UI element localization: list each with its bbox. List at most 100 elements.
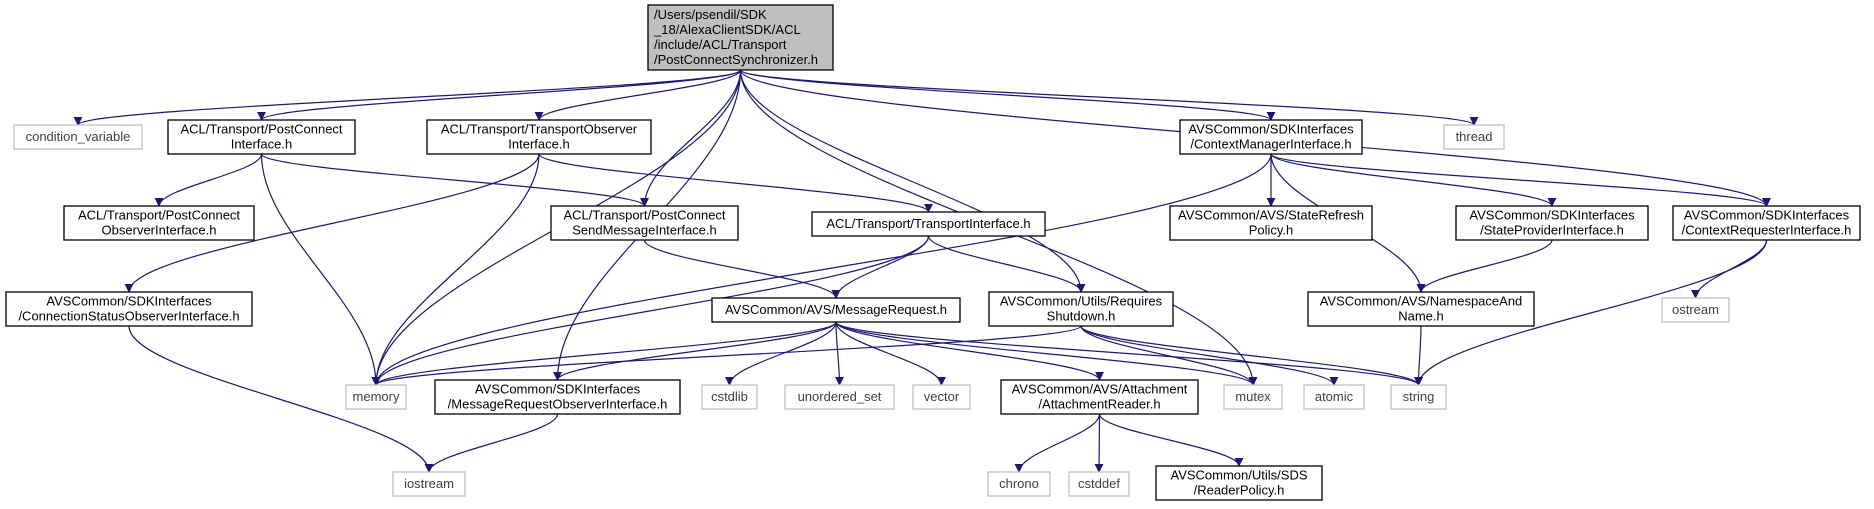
node-box — [426, 119, 652, 155]
node-cstdlib: cstdlib — [701, 384, 758, 410]
node-pcsmi[interactable]: ACL/Transport/PostConnectSendMessageInte… — [550, 205, 739, 241]
node-uset: unordered_set — [784, 384, 895, 410]
node-box — [63, 205, 255, 241]
node-label: SendMessageInterface.h — [572, 223, 717, 238]
edge-n_rs-to-n_atomic — [1080, 325, 1339, 386]
node-ti[interactable]: ACL/Transport/TransportInterface.h — [811, 211, 1046, 237]
node-memory: memory — [345, 384, 407, 410]
node-rp[interactable]: AVSCommon/Utils/SDS/ReaderPolicy.h — [1155, 465, 1323, 501]
node-box — [1155, 465, 1323, 501]
node-cstddef: cstddef — [1068, 471, 1130, 497]
edge-n_root-to-n_rs — [739, 69, 1086, 293]
node-label: unordered_set — [798, 389, 882, 404]
node-label: AVSCommon/SDKInterfaces — [1188, 122, 1354, 137]
node-box — [1303, 384, 1365, 410]
edge-n_mr-to-n_string — [835, 321, 1423, 386]
node-box — [1223, 384, 1283, 410]
edge-n_toi-to-n_memory — [371, 153, 540, 386]
node-string: string — [1390, 384, 1447, 410]
node-label: chrono — [999, 476, 1039, 491]
edge-n_csoi-to-n_iostream — [128, 325, 434, 473]
node-label: Policy.h — [1249, 223, 1294, 238]
edge-n_pci-to-n_pcsmi — [260, 153, 649, 207]
edge-n_root-to-n_cmi — [739, 69, 1276, 121]
edges-layer — [73, 69, 1771, 473]
node-box — [1179, 119, 1363, 155]
node-label: AVSCommon/AVS/Attachment — [1012, 382, 1188, 397]
edge-n_mr-to-n_mroi — [553, 321, 837, 381]
node-box — [550, 205, 739, 241]
node-iostream: iostream — [392, 471, 466, 497]
node-ostream: ostream — [1661, 297, 1730, 323]
node-box — [1169, 205, 1373, 241]
edge-n_mr-to-n_memory — [371, 321, 837, 386]
node-label: Interface.h — [231, 137, 292, 152]
node-box — [1390, 384, 1447, 410]
node-label: AVSCommon/AVS/NamespaceAnd — [1320, 294, 1523, 309]
edge-n_toi-to-n_csoi — [124, 153, 540, 293]
edge-n_root-to-n_pci — [257, 69, 742, 121]
node-root[interactable]: /Users/psendil/SDK_18/AlexaClientSDK/ACL… — [647, 4, 834, 71]
node-label: iostream — [404, 476, 454, 491]
edge-n_cmi-to-n_cri — [1270, 153, 1771, 207]
node-box — [167, 119, 356, 155]
node-label: ACL/Transport/PostConnect — [180, 122, 342, 137]
edge-n_rs-to-n_memory — [371, 325, 1082, 386]
node-label: /Users/psendil/SDK — [654, 7, 767, 22]
node-cmi[interactable]: AVSCommon/SDKInterfaces/ContextManagerIn… — [1179, 119, 1363, 155]
node-atomic: atomic — [1303, 384, 1365, 410]
edge-n_mr-to-n_vector — [835, 321, 946, 386]
edge-n_mr-to-n_mutex — [835, 321, 1258, 386]
node-spi[interactable]: AVSCommon/SDKInterfaces/StateProviderInt… — [1455, 205, 1649, 241]
node-label: ACL/Transport/PostConnect — [78, 208, 240, 223]
node-label: ostream — [1672, 302, 1719, 317]
edge-n_root-to-n_thread — [739, 69, 1479, 126]
node-label: _18/AlexaClientSDK/ACL — [653, 22, 801, 37]
node-box — [784, 384, 895, 410]
node-mutex: mutex — [1223, 384, 1283, 410]
node-toi[interactable]: ACL/Transport/TransportObserverInterface… — [426, 119, 652, 155]
node-box — [345, 384, 407, 410]
node-csoi[interactable]: AVSCommon/SDKInterfaces/ConnectionStatus… — [5, 291, 253, 327]
edge-n_root-to-n_pcsmi — [640, 69, 742, 207]
node-label: /ContextRequesterInterface.h — [1682, 223, 1852, 238]
edge-n_root-to-n_condvar — [73, 69, 742, 126]
node-label: AVSCommon/AVS/StateRefresh — [1178, 208, 1364, 223]
node-label: /include/ACL/Transport — [654, 37, 787, 52]
edge-n_mr-to-n_uset — [834, 321, 844, 386]
node-label: thread — [1456, 129, 1493, 144]
node-label: /MessageRequestObserverInterface.h — [448, 397, 668, 412]
edge-n_cmi-to-n_memory — [371, 153, 1272, 386]
node-box — [1307, 291, 1535, 327]
node-box — [1672, 205, 1861, 241]
node-label: Name.h — [1398, 309, 1444, 324]
edge-n_ar-to-n_cstddef — [1094, 413, 1104, 473]
node-label: Interface.h — [508, 137, 569, 152]
node-mr[interactable]: AVSCommon/AVS/MessageRequest.h — [711, 297, 961, 323]
node-label: atomic — [1315, 389, 1354, 404]
edge-n_mr-to-n_cstdlib — [725, 321, 837, 386]
node-label: AVSCommon/AVS/MessageRequest.h — [725, 302, 947, 317]
node-cri[interactable]: AVSCommon/SDKInterfaces/ContextRequester… — [1672, 205, 1861, 241]
node-label: memory — [353, 389, 400, 404]
node-label: /PostConnectSynchronizer.h — [654, 52, 818, 67]
node-condvar: condition_variable — [13, 124, 143, 150]
node-box — [647, 4, 834, 71]
node-label: AVSCommon/SDKInterfaces — [475, 382, 641, 397]
node-box — [912, 384, 971, 410]
node-box — [701, 384, 758, 410]
node-pcoi[interactable]: ACL/Transport/PostConnectObserverInterfa… — [63, 205, 255, 241]
node-ar[interactable]: AVSCommon/AVS/Attachment/AttachmentReade… — [1000, 379, 1199, 415]
node-chrono: chrono — [987, 471, 1051, 497]
node-label: cstddef — [1078, 476, 1120, 491]
node-label: string — [1403, 389, 1435, 404]
node-mroi[interactable]: AVSCommon/SDKInterfaces/MessageRequestOb… — [434, 379, 681, 415]
node-label: ACL/Transport/PostConnect — [563, 208, 725, 223]
node-label: /AttachmentReader.h — [1038, 397, 1160, 412]
edge-n_cri-to-n_string — [1414, 239, 1768, 386]
